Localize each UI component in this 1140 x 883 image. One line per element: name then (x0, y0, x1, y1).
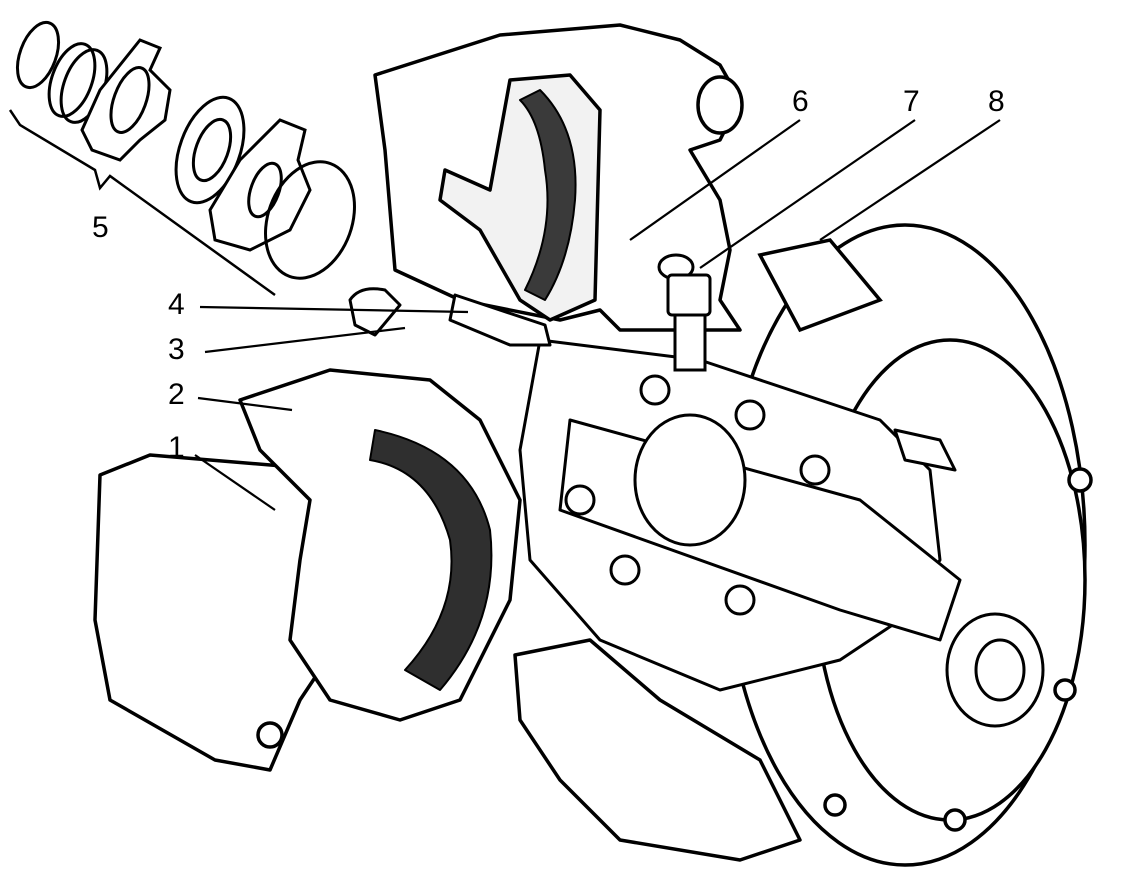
leader-1 (194, 454, 276, 511)
callout-4: 4 (168, 288, 185, 321)
bearing-ball-4 (564, 484, 596, 516)
leader-6 (629, 119, 801, 241)
bearing-ball-6 (724, 584, 756, 616)
casing-lifting-eye (696, 75, 744, 135)
seal-washer-inner (191, 117, 233, 183)
callout-8: 8 (988, 85, 1005, 118)
set-screw-thread (893, 428, 957, 472)
bearing-ball-2 (734, 399, 766, 431)
callout-7: 7 (903, 85, 920, 118)
seal-retainer-bore (109, 66, 151, 134)
adapter-rib (757, 238, 883, 333)
shaft-nut-thread (974, 638, 1026, 702)
lower-foot (513, 638, 802, 862)
leader-lines (194, 119, 1001, 511)
seal-o-ring (264, 160, 356, 280)
bolt-hole-4 (823, 793, 847, 817)
grease-fitting-thread (673, 313, 707, 372)
callout-1: 1 (168, 431, 185, 464)
shaft-collar (633, 413, 747, 547)
seal-housing-bolt (348, 287, 402, 337)
bearing-ball-3 (799, 454, 831, 486)
seal-lock-plate-bore (247, 161, 283, 219)
leader-8 (819, 119, 1001, 241)
impeller-vane (519, 89, 577, 301)
volute-interior-shading (369, 429, 493, 691)
leader-7 (699, 119, 916, 269)
mechanical-seal-ring (448, 293, 552, 347)
bolt-hole-1 (1067, 467, 1093, 493)
bearing-ball-1 (639, 374, 671, 406)
seal-spring-coil-2 (47, 42, 97, 118)
grease-fitting (657, 253, 712, 372)
seal-spring-coil-1 (15, 20, 61, 90)
callout-5: 5 (92, 211, 109, 244)
seal-lock-plate (208, 118, 312, 252)
bolt-hole-2 (1053, 678, 1077, 702)
callout-6: 6 (792, 85, 809, 118)
bolt-hole-3 (943, 808, 967, 832)
pump-casing-lower (93, 368, 802, 862)
callout-5-bracket (8, 109, 276, 297)
shaft-and-bearings (348, 287, 1045, 728)
foot-bolt-hole (256, 721, 284, 749)
leader-4 (199, 305, 469, 314)
callout-3: 3 (168, 333, 185, 366)
seal-parts-exploded (15, 20, 356, 280)
grease-fitting-hex (666, 273, 712, 317)
callout-2: 2 (168, 378, 185, 411)
bearing-ball-5 (609, 554, 641, 586)
leader-2 (197, 396, 293, 412)
seal-retainer (80, 38, 172, 162)
leader-3 (204, 326, 406, 354)
